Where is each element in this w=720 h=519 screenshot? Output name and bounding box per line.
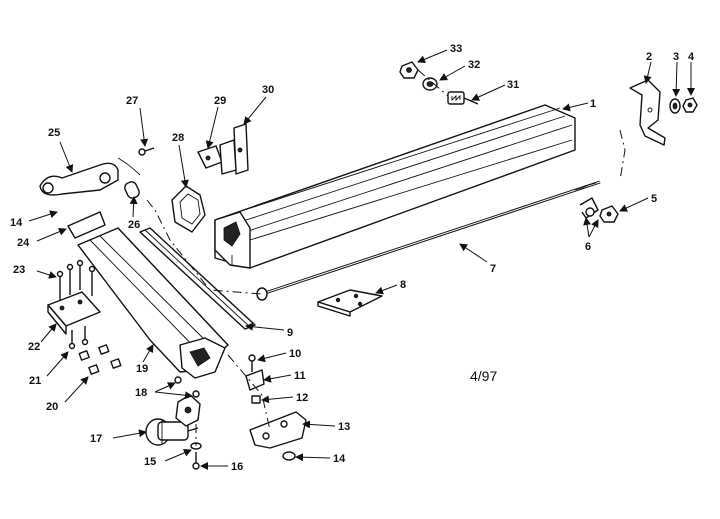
screw-16-part (192, 452, 200, 470)
callout-12: 12 (296, 392, 308, 404)
plate-29-part (197, 145, 223, 169)
callout-26: 26 (128, 219, 140, 231)
end-cap-part (67, 211, 106, 239)
bolt-part (447, 91, 479, 105)
rod-part (256, 180, 601, 301)
cam-shaft-part (117, 157, 141, 176)
callout-19: 19 (136, 363, 148, 375)
guide-strip-part (139, 227, 256, 330)
lock-handle-part (39, 162, 119, 196)
nut-33-part (399, 61, 419, 79)
callout-9: 9 (287, 327, 293, 339)
callout-14-right: 14 (333, 453, 346, 465)
pin-14-part (282, 451, 296, 461)
callout-10: 10 (289, 348, 301, 360)
callout-3: 3 (673, 51, 679, 63)
date-code: 4/97 (470, 368, 497, 384)
callout-13: 13 (338, 421, 350, 433)
callout-29: 29 (214, 95, 226, 107)
screw-27-part (138, 147, 155, 156)
callout-1: 1 (590, 98, 596, 110)
leader-lines (28, 49, 695, 470)
callout-27: 27 (126, 95, 138, 107)
callout-24: 24 (17, 237, 30, 249)
rod-spring-clip-part (579, 197, 599, 219)
callout-28: 28 (172, 132, 184, 144)
callout-25: 25 (48, 127, 60, 139)
nut-12-part (251, 395, 261, 404)
callout-6: 6 (585, 241, 591, 253)
lock-plate-part (317, 289, 383, 317)
callout-5: 5 (651, 193, 657, 205)
hex-nut-part (682, 97, 698, 113)
knob-part (145, 418, 199, 446)
callout-23: 23 (13, 264, 25, 276)
callout-16: 16 (231, 461, 243, 473)
callout-14-left: 14 (10, 217, 23, 229)
callout-8: 8 (400, 279, 406, 291)
callout-7: 7 (490, 263, 496, 275)
bracket-28-part (171, 185, 206, 233)
callout-20: 20 (46, 401, 58, 413)
screw-10-part (248, 354, 256, 372)
screws-23-part (56, 259, 96, 300)
callout-2: 2 (646, 51, 652, 63)
washer-32-part (422, 77, 438, 91)
end-bracket-part (629, 79, 666, 146)
assembly-center-lines (146, 69, 626, 446)
callout-22: 22 (28, 341, 40, 353)
callout-30: 30 (262, 84, 274, 96)
foot-bracket-part (47, 291, 101, 335)
callout-33: 33 (450, 43, 462, 55)
callout-32: 32 (468, 59, 480, 71)
bracket-30-part (219, 123, 249, 175)
callout-15: 15 (144, 456, 156, 468)
front-rail-part (77, 227, 229, 379)
callout-18: 18 (135, 387, 147, 399)
main-rail-part (214, 104, 576, 269)
callout-4: 4 (688, 51, 695, 63)
lock-bracket-13-part (249, 411, 307, 449)
callout-11: 11 (294, 370, 306, 382)
screws-18-part (174, 376, 200, 398)
bolts-21-part (68, 326, 89, 350)
callout-31: 31 (507, 79, 519, 91)
pin-part (124, 181, 140, 199)
callout-21: 21 (29, 375, 41, 387)
nuts-20-part (78, 344, 122, 375)
locking-cam-part (175, 394, 201, 427)
clip-11-part (245, 369, 265, 391)
lock-washer-part (669, 98, 681, 114)
callout-17: 17 (90, 433, 102, 445)
rod-nut-part (599, 205, 619, 223)
callout-labels: 1 2 3 4 5 6 7 8 9 10 11 12 13 14 15 16 1… (10, 43, 695, 473)
